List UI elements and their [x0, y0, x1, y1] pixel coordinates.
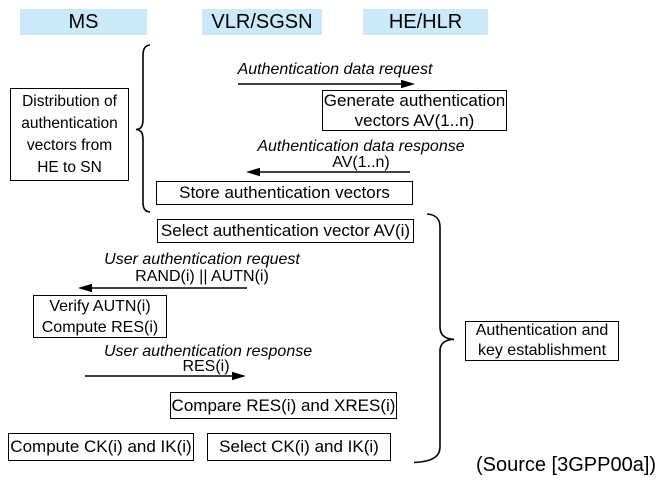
process-box-compute-ck-ik: Compute CK(i) and IK(i) [8, 433, 194, 461]
message-label-auth-data-response: Authentication data response [257, 138, 465, 155]
source-citation: (Source [3GPP00a]) [475, 454, 657, 476]
entity-label-he-hlr: HE/HLR [388, 10, 463, 33]
message-param-auth-data-response: AV(1..n) [332, 154, 390, 171]
brace-left-distribution [135, 44, 151, 213]
process-box-compare-res: Compare RES(i) and XRES(i) [170, 392, 397, 419]
process-box-generate-vectors: Generate authentication vectors AV(1..n) [322, 90, 507, 131]
entity-header-ms: MS [20, 9, 147, 35]
process-box-select-vector: Select authentication vector AV(i) [157, 219, 414, 243]
message-label-user-auth-response: User authentication response [104, 343, 313, 360]
annotation-box-auth-key-establishment: Authentication and key establishment [465, 321, 619, 361]
entity-label-ms: MS [68, 10, 99, 33]
entity-label-vlr-sgsn: VLR/SGSN [211, 10, 313, 33]
brace-right-auth-key [413, 213, 455, 464]
process-store-text: Store authentication vectors [179, 183, 390, 202]
process-box-store-vectors: Store authentication vectors [156, 181, 413, 205]
process-verify-text: Verify AUTN(i) Compute RES(i) [41, 297, 159, 336]
annotation-auth-key-text: Authentication and key establishment [475, 322, 609, 359]
arrow-auth-data-request [238, 79, 415, 89]
message-label-auth-data-request: Authentication data request [237, 61, 433, 78]
entity-header-he-hlr: HE/HLR [363, 9, 488, 35]
message-param-user-auth-response: RES(i) [182, 358, 230, 375]
process-compute-ck-text: Compute CK(i) and IK(i) [10, 437, 192, 456]
process-select-ck-text: Select CK(i) and IK(i) [219, 437, 379, 456]
entity-header-vlr-sgsn: VLR/SGSN [202, 9, 322, 35]
annotation-distribution-text: Distribution of authentication vectors f… [21, 92, 118, 176]
annotation-box-distribution: Distribution of authentication vectors f… [10, 88, 129, 181]
message-param-user-auth-request: RAND(i) || AUTN(i) [135, 268, 269, 285]
message-label-user-auth-request: User authentication request [104, 251, 300, 268]
process-select-av-text: Select authentication vector AV(i) [160, 221, 411, 240]
process-box-verify-compute: Verify AUTN(i) Compute RES(i) [33, 295, 167, 338]
process-generate-text: Generate authentication vectors AV(1..n) [323, 90, 506, 130]
process-compare-text: Compare RES(i) and XRES(i) [171, 395, 396, 415]
process-box-select-ck-ik: Select CK(i) and IK(i) [207, 433, 391, 461]
